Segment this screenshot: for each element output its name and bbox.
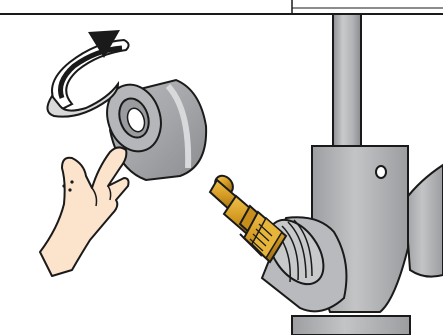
faucet-icon — [257, 14, 443, 335]
cartridge-icon — [210, 172, 286, 262]
hand-icon — [40, 147, 129, 276]
top-rule — [0, 0, 443, 14]
